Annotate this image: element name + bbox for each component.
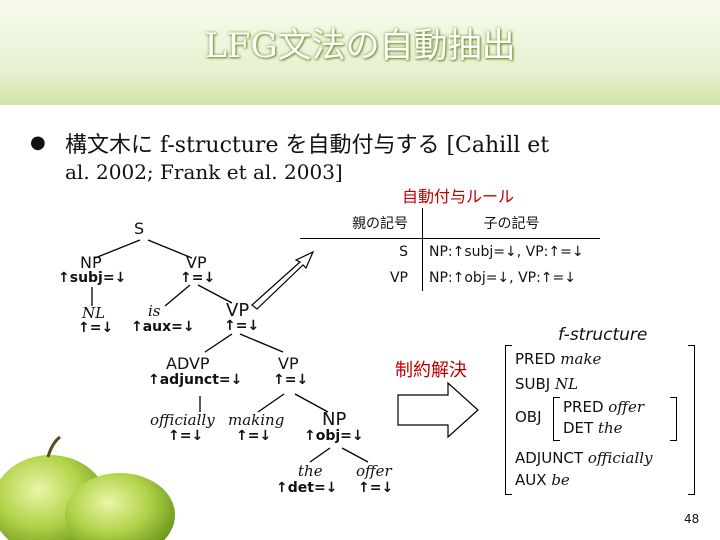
table-row: VP NP:↑obj=↓, VP:↑=↓: [300, 265, 600, 291]
fs-key: DET: [563, 419, 594, 437]
tree-annotation: ↑subj=↓: [58, 270, 127, 286]
tree-node-advp: ADVP: [166, 354, 210, 373]
tree-annotation: ↑aux=↓: [131, 319, 195, 335]
edge-vp-is: [164, 284, 191, 307]
rule-children: NP:↑obj=↓, VP:↑=↓: [429, 270, 576, 286]
constraint-solve-arrow: [397, 381, 479, 439]
fstructure-matrix: PRED make SUBJ NL OBJ PRED offer DET the…: [505, 345, 695, 495]
edge-s-vp: [147, 239, 193, 259]
apple-shape: [65, 473, 175, 540]
tree-annotation: ↑det=↓: [276, 480, 338, 496]
tree-leaf-is: is: [148, 302, 161, 320]
tree-leaf-the: the: [298, 462, 323, 480]
fs-key: AUX: [515, 471, 547, 489]
fs-pred: PRED make: [515, 350, 601, 368]
tree-node-vp: VP: [278, 354, 299, 373]
fs-obj-det: DET the: [563, 419, 623, 437]
fs-value: officially: [587, 449, 653, 467]
table-row: S NP:↑subj=↓, VP:↑=↓: [300, 238, 600, 265]
fs-key: ADJUNCT: [515, 449, 584, 467]
bullet-icon: ●: [30, 132, 46, 153]
tree-node-np: NP: [80, 253, 102, 272]
tree-leaf-making: making: [228, 411, 285, 429]
bracket-left: [553, 397, 560, 441]
tree-node-s: S: [134, 219, 145, 238]
tree-node-vp: VP: [226, 300, 250, 321]
rule-apply-arrow: [251, 250, 315, 310]
title-band: [0, 0, 720, 105]
fs-value: be: [551, 471, 570, 489]
edge-vp-advp: [204, 333, 233, 353]
edge-vp-vp: [239, 333, 284, 353]
rules-caption: 自動付与ルール: [402, 187, 515, 206]
rule-parent: VP: [300, 265, 423, 291]
fs-obj: OBJ: [515, 408, 542, 426]
fs-adjunct: ADJUNCT officially: [515, 449, 653, 467]
bracket-right: [688, 345, 695, 495]
header-child: 子の記号: [422, 208, 600, 239]
apples-decoration: [0, 435, 175, 540]
tree-annotation: ↑=↓: [180, 270, 216, 286]
edge-np-the: [309, 447, 331, 463]
header-parent: 親の記号: [300, 208, 423, 239]
slide-title: LFG文法の自動抽出: [204, 26, 516, 66]
rules-table: 親の記号 子の記号 S NP:↑subj=↓, VP:↑=↓ VP NP:↑ob…: [300, 208, 600, 291]
tree-leaf-officially: officially: [150, 411, 215, 429]
tree-annotation: ↑=↓: [168, 428, 204, 444]
fs-key: PRED: [563, 398, 604, 416]
bracket-right: [670, 397, 677, 441]
bullet-line-2: al. 2002; Frank et al. 2003]: [65, 160, 343, 184]
fs-value: make: [560, 350, 602, 368]
edge-np-offer: [341, 447, 369, 463]
fs-aux: AUX be: [515, 471, 570, 489]
fs-value: NL: [555, 375, 579, 393]
apple-stem: [46, 435, 61, 458]
edge-vp-vp: [197, 284, 233, 304]
tree-annotation: ↑adjunct=↓: [148, 372, 243, 388]
bracket-left: [505, 345, 512, 495]
tree-annotation: ↑=↓: [78, 320, 114, 336]
fs-value: offer: [608, 398, 644, 416]
fs-obj-pred: PRED offer: [563, 398, 644, 416]
tree-annotation: ↑=↓: [358, 480, 394, 496]
constraint-solve-label: 制約解決: [395, 360, 467, 381]
tree-node-vp: VP: [186, 253, 207, 272]
fstructure-label: f-structure: [558, 325, 648, 345]
rule-children: NP:↑subj=↓, VP:↑=↓: [429, 244, 584, 260]
fs-key: PRED: [515, 350, 556, 368]
fs-subj: SUBJ NL: [515, 375, 578, 393]
tree-node-np: NP: [322, 409, 347, 430]
tree-leaf-nl: NL: [82, 304, 106, 322]
tree-annotation: ↑=↓: [224, 318, 260, 334]
rule-parent: S: [300, 238, 423, 265]
tree-annotation: ↑obj=↓: [304, 428, 364, 444]
tree-annotation: ↑=↓: [236, 428, 272, 444]
edge-s-np: [94, 239, 141, 259]
tree-leaf-offer: offer: [356, 462, 392, 480]
edge-vp-making: [257, 393, 285, 413]
tree-annotation: ↑=↓: [273, 372, 309, 388]
edge-vp-np: [294, 393, 329, 413]
table-header-row: 親の記号 子の記号: [300, 208, 600, 239]
fs-value: the: [597, 419, 623, 437]
fs-key: SUBJ: [515, 375, 551, 393]
page-number: 48: [684, 512, 700, 526]
bullet-line-1: 構文木に f-structure を自動付与する [Cahill et: [65, 133, 550, 158]
